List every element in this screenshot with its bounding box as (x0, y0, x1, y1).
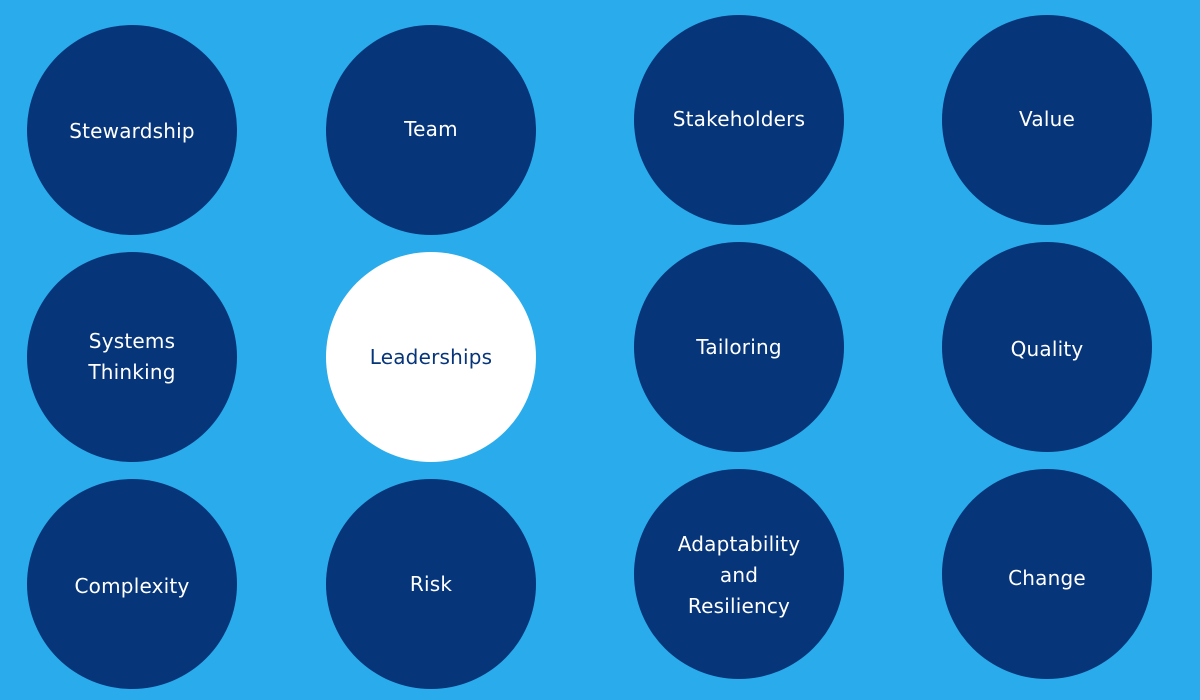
principle-circle-systems-thinking: Systems Thinking (27, 252, 237, 462)
principle-label: Leaderships (369, 344, 493, 369)
principle-label: Systems Thinking (88, 329, 176, 384)
principle-label: Value (1019, 107, 1075, 131)
principle-circle-stewardship: Stewardship (27, 25, 237, 235)
principle-circle-risk: Risk (326, 479, 536, 689)
principle-circle-change: Change (942, 469, 1152, 679)
principle-label: Change (1008, 565, 1086, 590)
principle-label: Complexity (74, 573, 190, 598)
principle-circle-leaderships: Leaderships (326, 252, 536, 462)
principle-label: Team (404, 116, 458, 141)
principle-label: Tailoring (696, 334, 782, 359)
principle-circle-stakeholders: Stakeholders (634, 15, 844, 225)
principle-circle-complexity: Complexity (27, 479, 237, 689)
principle-circle-value: Value (942, 15, 1152, 225)
principle-label: Quality (1010, 336, 1084, 361)
principle-label: Stewardship (69, 118, 195, 143)
principle-circle-tailoring: Tailoring (634, 242, 844, 452)
principle-circle-team: Team (326, 25, 536, 235)
principle-label: Adaptability and Resiliency (677, 531, 801, 618)
principle-circle-quality: Quality (942, 242, 1152, 452)
principle-label: Risk (409, 571, 453, 596)
principle-circle-adaptability-resiliency: Adaptability and Resiliency (634, 469, 844, 679)
principle-label: Stakeholders (672, 107, 806, 131)
